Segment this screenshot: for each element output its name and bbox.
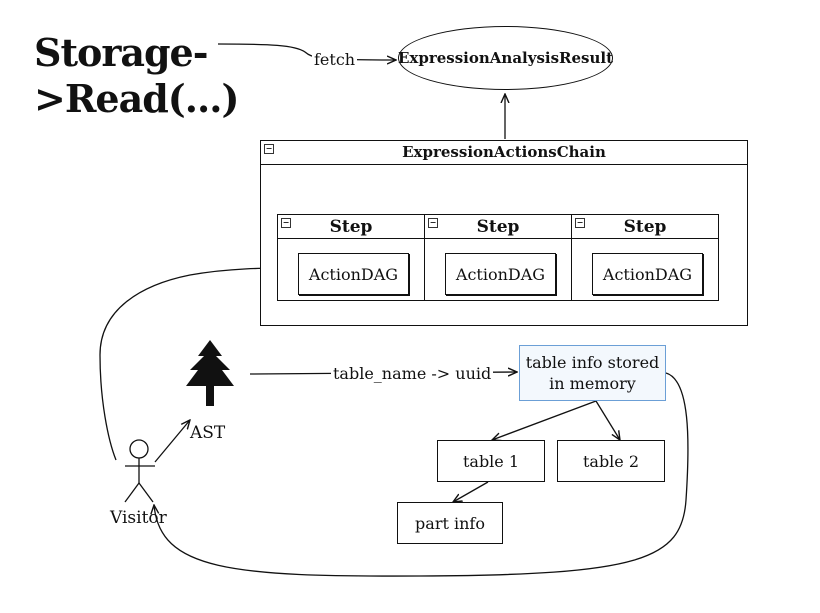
step-3-title: Step xyxy=(623,217,667,237)
edge-visitor-to-dag xyxy=(99,268,295,461)
chain-title: ExpressionActionsChain xyxy=(402,143,606,161)
part-info-label: part info xyxy=(415,513,485,533)
step-1-title: Step xyxy=(329,217,373,237)
step-1-action-dag[interactable]: ActionDAG xyxy=(298,253,409,295)
tree-icon xyxy=(186,340,234,406)
edge-memory-to-table2 xyxy=(595,400,620,440)
collapse-icon[interactable]: − xyxy=(264,143,274,154)
memory-line-1: table info stored xyxy=(525,353,660,372)
step-3-action-dag[interactable]: ActionDAG xyxy=(592,253,703,295)
table-1-node[interactable]: table 1 xyxy=(437,440,545,482)
storage-read-title: Storage- >Read(...) xyxy=(34,30,239,122)
edge-memory-to-table1 xyxy=(492,400,597,440)
step-2-action-dag[interactable]: ActionDAG xyxy=(445,253,556,295)
collapse-icon[interactable]: − xyxy=(281,217,291,228)
step-3-action-dag-label: ActionDAG xyxy=(602,264,693,284)
chain-header: − ExpressionActionsChain xyxy=(261,141,747,165)
table-info-memory-node[interactable]: table info stored in memory xyxy=(519,345,666,401)
fetch-label: fetch xyxy=(312,50,358,70)
step-2-title: Step xyxy=(476,217,520,237)
collapse-icon[interactable]: − xyxy=(428,217,438,228)
step-1-action-dag-label: ActionDAG xyxy=(308,264,399,284)
part-info-node[interactable]: part info xyxy=(397,502,503,544)
edge-visitor-to-ast xyxy=(154,420,190,463)
step-1-header: − Step xyxy=(278,215,424,239)
expression-analysis-result-label: ExpressionAnalysisResult xyxy=(397,49,614,67)
table-name-uuid-label: table_name -> uuid xyxy=(331,364,494,384)
stick-figure-icon xyxy=(124,439,155,503)
memory-line-2: in memory xyxy=(549,374,636,393)
step-2-container[interactable]: − Step ActionDAG xyxy=(424,214,572,301)
step-3-header: − Step xyxy=(572,215,718,239)
visitor-label: Visitor xyxy=(110,508,167,528)
step-2-header: − Step xyxy=(425,215,571,239)
title-line-1: Storage- xyxy=(34,30,209,75)
edge-fetch xyxy=(217,43,396,60)
step-3-container[interactable]: − Step ActionDAG xyxy=(571,214,719,301)
step-2-action-dag-label: ActionDAG xyxy=(455,264,546,284)
table-2-node[interactable]: table 2 xyxy=(557,440,665,482)
edge-table1-to-partinfo xyxy=(453,481,489,502)
ast-label: AST xyxy=(190,423,226,443)
expression-analysis-result-node[interactable]: ExpressionAnalysisResult xyxy=(398,26,613,90)
table-2-label: table 2 xyxy=(582,451,640,471)
edge-memory-to-visitor xyxy=(154,372,689,577)
step-1-container[interactable]: − Step ActionDAG xyxy=(277,214,425,301)
table-1-label: table 1 xyxy=(462,451,520,471)
collapse-icon[interactable]: − xyxy=(575,217,585,228)
title-line-2: >Read(...) xyxy=(34,76,239,121)
